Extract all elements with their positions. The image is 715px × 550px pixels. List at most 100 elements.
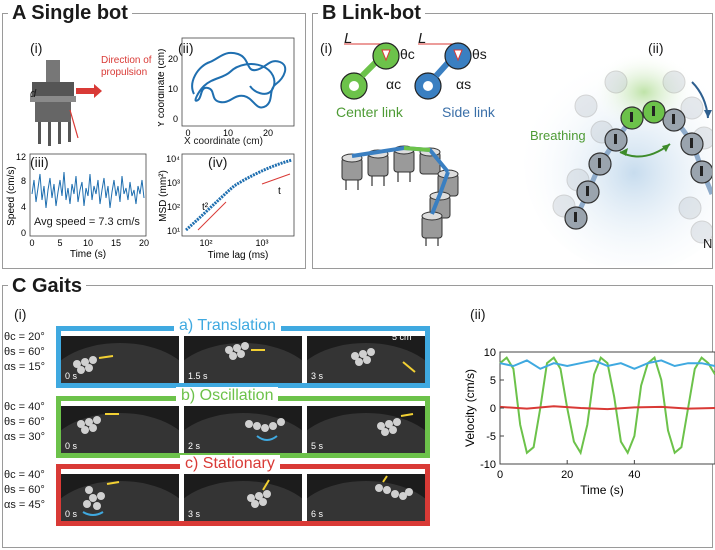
speed-ytick-0: 0 bbox=[21, 228, 26, 238]
gait-translation-snapshot-1: 0 s bbox=[61, 336, 179, 383]
trajectory-ytick-1: 10 bbox=[168, 84, 178, 94]
alpha-c-label: αc bbox=[386, 76, 402, 92]
link-bot-chain-render bbox=[341, 145, 459, 246]
gait-stationary-title: c) Stationary bbox=[180, 455, 280, 473]
trajectory-xtick-2: 20 bbox=[263, 128, 273, 138]
panel-link-bot bbox=[312, 13, 713, 269]
msd-xtick-0: 10² bbox=[199, 238, 212, 248]
panel-c-sub-ii: (ii) bbox=[470, 306, 486, 322]
msd-xlabel: Time lag (ms) bbox=[208, 250, 269, 261]
msd-fit-t-label: t bbox=[278, 186, 281, 197]
panel-a-sub-iii: (iii) bbox=[30, 154, 49, 170]
panel-b-title: B Link-bot bbox=[318, 2, 425, 24]
panel-a-title: A Single bot bbox=[8, 2, 132, 24]
breathing-illustration bbox=[524, 52, 712, 266]
scale-bar-label: 5 cm bbox=[392, 332, 412, 342]
speed-ytick-2: 8 bbox=[21, 176, 26, 186]
trajectory-plot: 0 10 20 0 10 20 Y coordinate (cm) bbox=[158, 37, 295, 138]
bot-diameter-label: d bbox=[30, 88, 37, 100]
gait-oscillation-time-2: 2 s bbox=[188, 441, 201, 451]
msd-ytick-2: 10³ bbox=[167, 178, 180, 188]
msd-ytick-0: 10¹ bbox=[167, 226, 180, 236]
velocity-ytick-0: 10 bbox=[484, 347, 496, 359]
panel-c-title: C Gaits bbox=[8, 275, 87, 297]
velocity-xtick-1: 20 bbox=[561, 469, 573, 481]
gait-oscillation-alpha-s: αs = 30° bbox=[4, 431, 46, 443]
oscillation-bots bbox=[77, 413, 414, 441]
translation-bots bbox=[73, 342, 416, 374]
speed-xtick-1: 5 bbox=[57, 238, 62, 248]
link-diagrams bbox=[340, 42, 472, 100]
gait-translation-title: a) Translation bbox=[174, 317, 281, 335]
velocity-xtick-0: 0 bbox=[497, 469, 503, 481]
stationary-bots bbox=[82, 475, 413, 516]
gait-oscillation-time-3: 5 s bbox=[311, 441, 324, 451]
single-bot-illustration bbox=[30, 60, 102, 146]
velocity-ytick-3: -5 bbox=[486, 431, 496, 443]
speed-xtick-4: 20 bbox=[139, 238, 149, 248]
panel-single-bot bbox=[2, 13, 306, 269]
trajectory-xtick-1: 10 bbox=[223, 128, 233, 138]
gait-translation-theta-c: θc = 20° bbox=[4, 331, 45, 343]
alpha-s-label: αs bbox=[456, 76, 472, 92]
velocity-ytick-4: -10 bbox=[480, 459, 496, 471]
gait-translation-params: θc = 20° θs = 60° αs = 15° bbox=[4, 330, 45, 375]
msd-fit-t bbox=[261, 173, 291, 185]
gait-translation-time-1: 0 s bbox=[65, 371, 78, 381]
theta-c-label: θc bbox=[400, 46, 415, 62]
speed-xtick-0: 0 bbox=[29, 238, 34, 248]
msd-axes bbox=[181, 153, 295, 237]
speed-ylabel: Speed (cm/s) bbox=[6, 166, 17, 225]
msd-ylabel: MSD (mm²) bbox=[158, 170, 169, 222]
trajectory-xlabel: X coordinate (cm) bbox=[184, 136, 263, 147]
speed-annotation: Avg speed = 7.3 cm/s bbox=[34, 216, 140, 228]
velocity-xtick-2: 40 bbox=[628, 469, 640, 481]
panel-b-sub-ii: (ii) bbox=[648, 40, 664, 56]
trajectory-ytick-2: 20 bbox=[168, 54, 178, 64]
velocity-ytick-1: 5 bbox=[490, 375, 496, 387]
velocity-ylabel: Velocity (cm/s) bbox=[463, 369, 477, 447]
gait-oscillation-snapshot-1: 0 s bbox=[61, 406, 179, 453]
panel-c-sub-i: (i) bbox=[14, 306, 27, 322]
direction-of-propulsion-label: Direction of propulsion bbox=[101, 55, 152, 78]
gait-oscillation-time-1: 0 s bbox=[65, 441, 78, 451]
trajectory-axes bbox=[181, 37, 295, 127]
theta-s-label: θs bbox=[472, 46, 487, 62]
gait-oscillation-snapshot-3: 5 s bbox=[307, 406, 425, 453]
gait-translation-time-3: 3 s bbox=[311, 371, 324, 381]
gait-stationary-snapshot-1: 0 s bbox=[61, 474, 179, 521]
trajectory-path bbox=[191, 52, 287, 109]
speed-ytick-1: 4 bbox=[21, 202, 26, 212]
msd-curve bbox=[185, 158, 293, 232]
msd-plot: t² t 10¹ 10² 10³ 10⁴ 10² 10³ Time lag (m… bbox=[158, 153, 295, 261]
velocity-ytick-2: 0 bbox=[490, 403, 496, 415]
velocity-chart: 10 5 0 -5 -10 0 20 40 Time (s) Velocity (cm/s) bbox=[463, 347, 715, 497]
gait-translation-snapshot-3: 3 s bbox=[307, 336, 425, 383]
side-link-length-label: L bbox=[418, 30, 427, 47]
gait-stationary-time-2: 3 s bbox=[188, 509, 201, 519]
gait-stationary-snapshot-2: 3 s bbox=[184, 474, 302, 521]
panel-b-sub-i: (i) bbox=[320, 40, 333, 56]
speed-trace bbox=[31, 171, 145, 209]
breathing-label: Breathing bbox=[530, 128, 586, 143]
msd-xtick-1: 10³ bbox=[255, 238, 268, 248]
gait-stationary-time-3: 6 s bbox=[311, 509, 324, 519]
velocity-series-2 bbox=[499, 405, 715, 411]
msd-fit-t2 bbox=[197, 201, 227, 231]
gait-translation-time-2: 1.5 s bbox=[188, 371, 208, 381]
gait-stationary-theta-s: θs = 60° bbox=[4, 484, 45, 496]
speed-xtick-2: 10 bbox=[83, 238, 93, 248]
trajectory-ytick-0: 0 bbox=[173, 114, 178, 124]
side-link-label: Side link bbox=[442, 104, 495, 120]
gait-stationary-alpha-s: αs = 45° bbox=[4, 499, 46, 511]
velocity-series-0 bbox=[499, 355, 715, 456]
speed-xtick-3: 15 bbox=[111, 238, 121, 248]
speed-ytick-3: 12 bbox=[16, 152, 26, 162]
trajectory-ylabel: Y coordinate (cm) bbox=[158, 49, 167, 128]
gait-translation-alpha-s: αs = 15° bbox=[4, 361, 46, 373]
gait-oscillation-title: b) Oscillation bbox=[176, 387, 279, 405]
msd-ytick-1: 10² bbox=[167, 202, 180, 212]
speed-plot: 0 4 8 12 0 5 10 15 20 Time (s) Speed (cm… bbox=[6, 152, 149, 260]
velocity-xlabel: Time (s) bbox=[580, 483, 624, 497]
